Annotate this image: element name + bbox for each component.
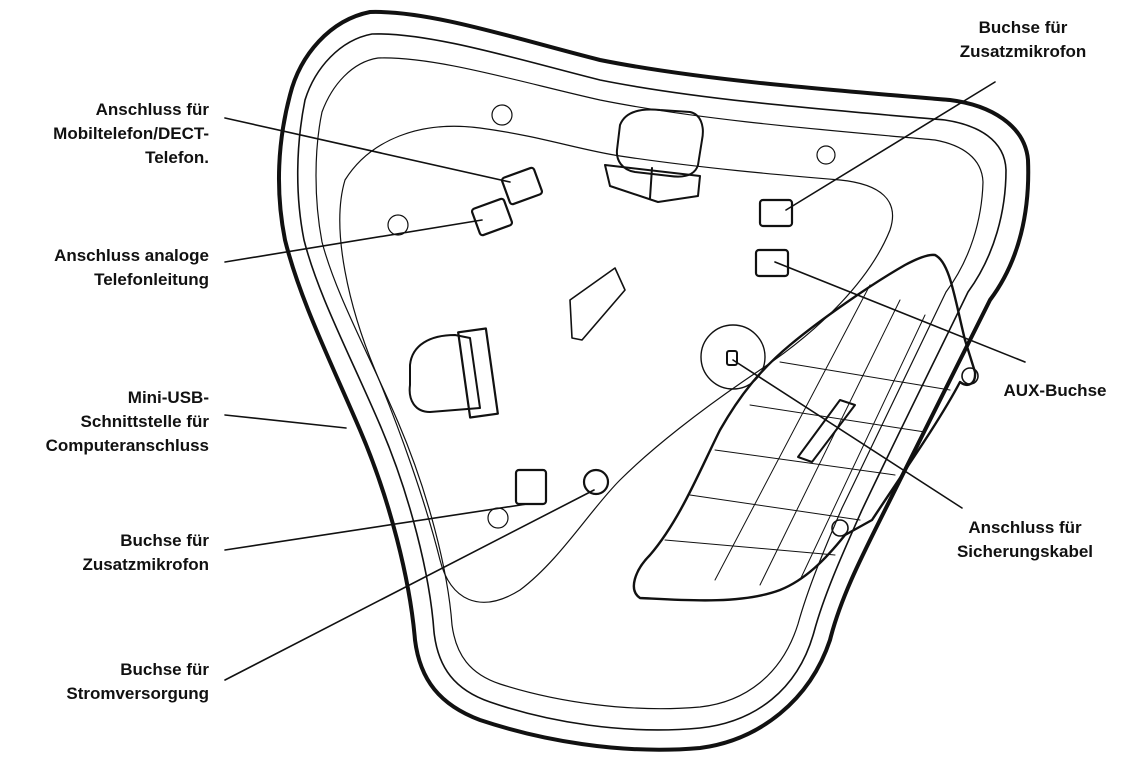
- stand-lid: [632, 253, 977, 602]
- device-inner-rim-2: [315, 57, 984, 710]
- stand-lid-slot: [797, 399, 856, 463]
- device-inner-rim: [296, 33, 1007, 731]
- label-aux-mic-top: Buchse für Zusatzmikrofon: [959, 18, 1087, 61]
- leader-lines: [224, 81, 1026, 681]
- power-socket: [582, 468, 610, 496]
- leader-security: [732, 359, 963, 509]
- security-slot: [726, 350, 738, 366]
- aux-mic-port-bottom: [514, 468, 548, 506]
- label-mobile-connector: Anschluss für Mobiltelefon/DECT- Telefon…: [53, 100, 209, 167]
- stand-lid-grid: [664, 284, 951, 586]
- device-outer-shell: [277, 9, 1031, 752]
- label-analog-line: Anschluss analoge Telefonleitung: [54, 246, 209, 289]
- leader-aux-mic-top: [785, 81, 996, 211]
- leader-analog: [224, 219, 483, 263]
- top-bracket-base: [604, 164, 701, 203]
- label-mini-usb: Mini-USB- Schnittstelle für Computeransc…: [45, 388, 209, 455]
- label-aux-socket: AUX-Buchse: [1003, 381, 1107, 400]
- security-slot-ring: [700, 324, 766, 390]
- usb-connector: [457, 327, 499, 419]
- leader-mobile: [224, 117, 511, 183]
- leader-aux-mic-left: [224, 503, 528, 551]
- label-power-socket: Buchse für Stromversorgung: [66, 660, 209, 703]
- mobile-port: [500, 166, 544, 206]
- leader-power: [224, 489, 595, 681]
- leader-usb: [224, 414, 347, 429]
- usb-housing: [408, 334, 481, 413]
- center-slot: [569, 267, 626, 341]
- aux-port: [754, 248, 790, 278]
- device-floor-outline: [339, 125, 894, 603]
- label-aux-mic-left: Buchse für Zusatzmikrofon: [82, 531, 209, 574]
- analog-port: [470, 197, 514, 237]
- top-bracket: [615, 108, 704, 178]
- label-security-cable: Anschluss für Sicherungskabel: [956, 518, 1094, 561]
- aux-mic-port-top: [758, 198, 794, 228]
- leader-aux: [774, 261, 1026, 363]
